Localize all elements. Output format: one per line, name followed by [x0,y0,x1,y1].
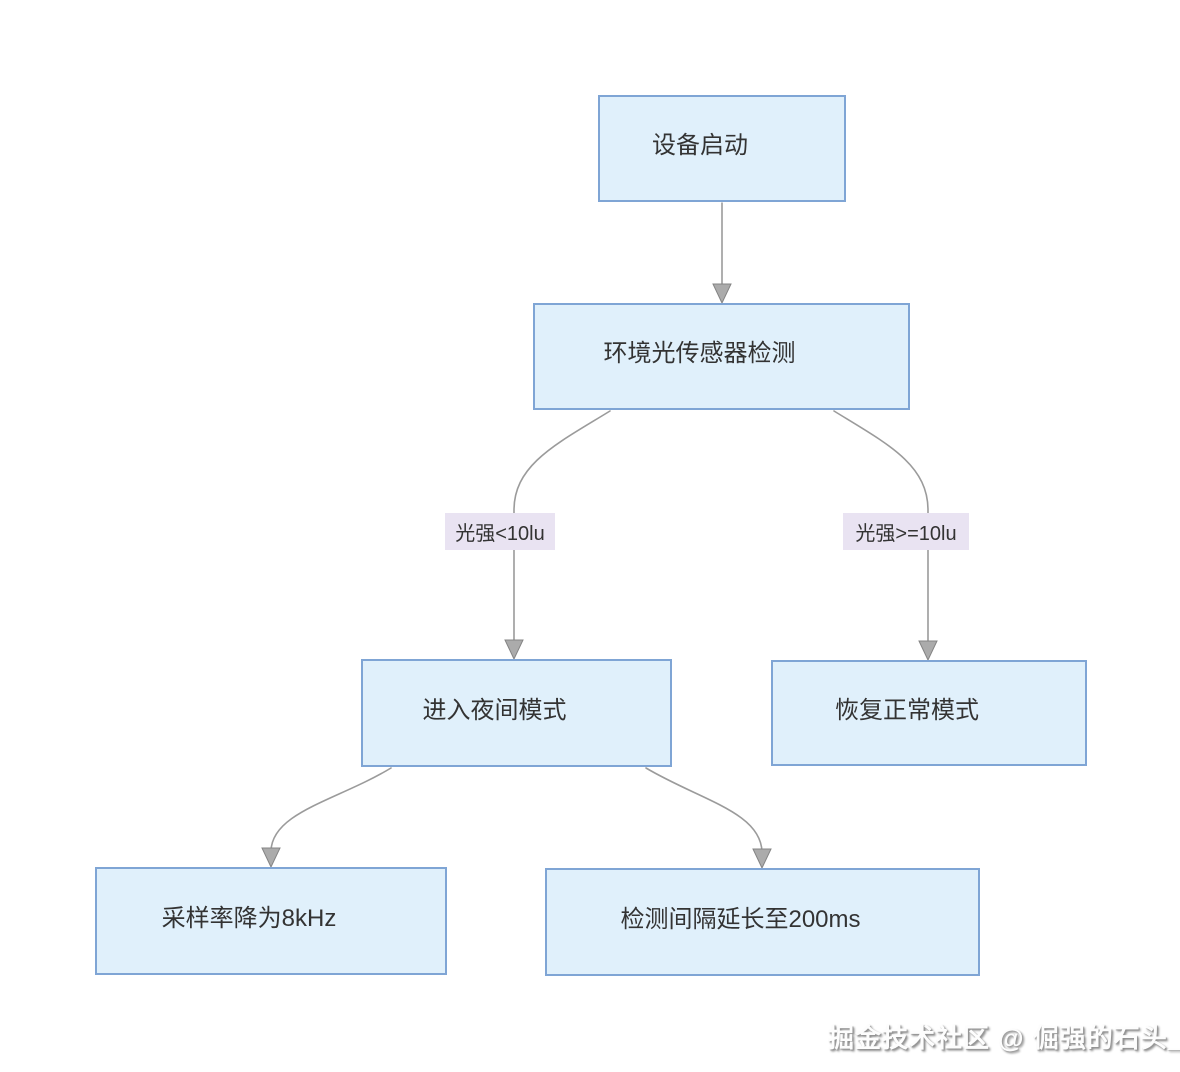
node-ambient-light-sensor-check: 环境光传感器检测 [533,303,910,410]
edge-sensor-to-night [513,410,611,644]
edge-label-light-at-least-10lu-text: 光强>=10lu [855,523,957,545]
edge-night-to-sample [270,767,392,852]
arrowhead-sample [261,847,281,869]
node-restore-normal-mode-label: 恢复正常模式 [835,696,979,724]
arrowhead-normal [918,640,938,662]
arrowhead-night [504,639,524,661]
watermark: 掘金技术社区 @ 倔强的石头_ [828,1023,1180,1053]
edge-sensor-to-normal [833,410,929,645]
edge-label-light-at-least-10lu: 光强>=10lu [843,513,969,550]
edge-label-light-below-10lu-text: 光强<10lu [455,523,545,545]
arrowhead-interval [752,848,772,870]
node-enter-night-mode-label: 进入夜间模式 [422,696,567,724]
node-device-start: 设备启动 [598,95,846,202]
arrowhead-sensor [712,283,732,305]
node-sample-rate-8khz: 采样率降为8kHz [95,867,447,975]
node-enter-night-mode: 进入夜间模式 [361,659,672,767]
node-ambient-light-sensor-check-label: 环境光传感器检测 [603,340,796,367]
node-device-start-label: 设备启动 [652,132,748,159]
node-sample-rate-8khz-label: 采样率降为8kHz [161,904,337,932]
node-detect-interval-200ms: 检测间隔延长至200ms [545,868,980,976]
node-restore-normal-mode: 恢复正常模式 [771,660,1087,766]
edge-night-to-interval [645,767,763,853]
edge-label-light-below-10lu: 光强<10lu [445,513,555,550]
node-detect-interval-200ms-label: 检测间隔延长至200ms [620,905,861,933]
